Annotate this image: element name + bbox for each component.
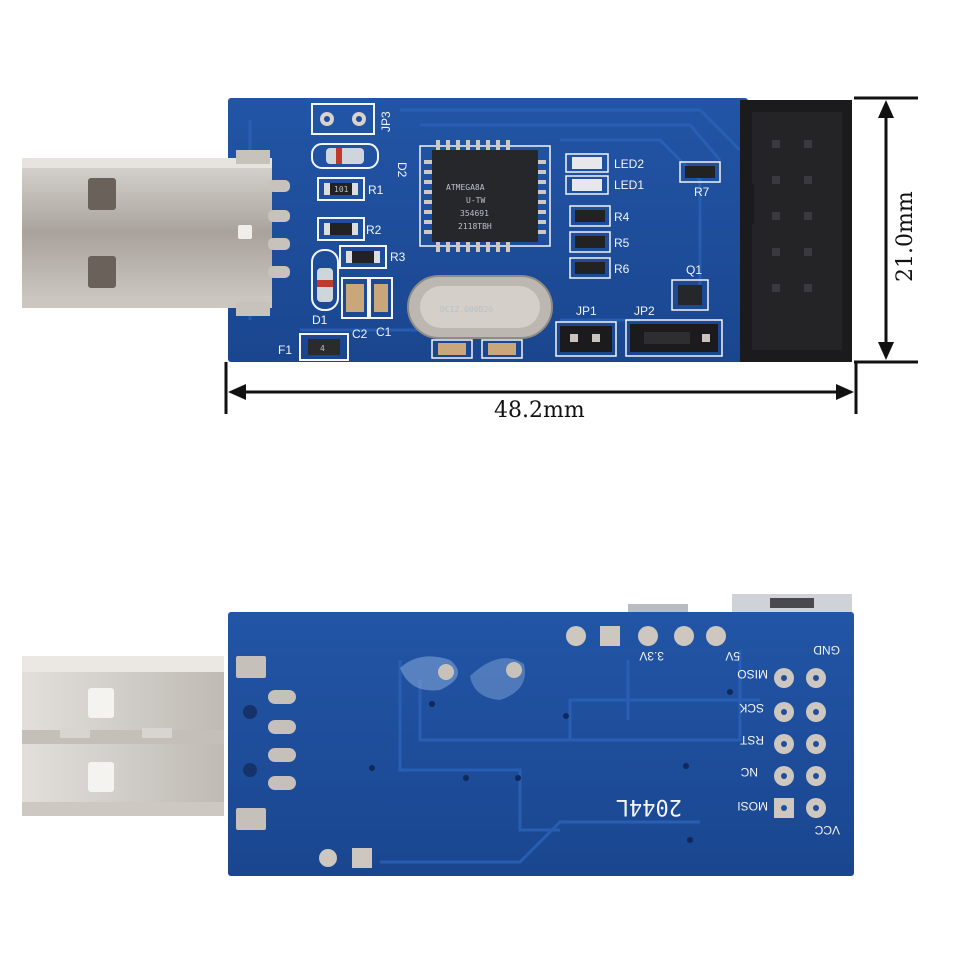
- label-r6: R6: [614, 262, 630, 276]
- q1-transistor: Q1: [671, 263, 709, 311]
- bottom-traces: [380, 650, 760, 864]
- pin-label-mosi: MOSI: [737, 799, 768, 813]
- chip-line1: ATMEGA8A: [446, 183, 485, 192]
- jp3-bottom-pads: [319, 848, 372, 868]
- solder-blobs: [400, 656, 525, 700]
- label-r5: R5: [614, 236, 630, 250]
- f1-fuse: 4 F1: [278, 333, 349, 361]
- label-c2: C2: [352, 327, 368, 341]
- crystal-caps: [431, 339, 523, 359]
- power-pads: [566, 626, 726, 646]
- label-r4: R4: [614, 210, 630, 224]
- label-jp3: JP3: [379, 111, 393, 132]
- label-jp2: JP2: [634, 304, 655, 318]
- label-3v3: 3.3V: [639, 649, 664, 663]
- pin-label-gnd: GND: [813, 643, 840, 657]
- height-label: 21.0mm: [893, 191, 918, 282]
- label-led1: LED1: [614, 178, 644, 192]
- crystal-mark: DC12.000B20: [440, 305, 493, 314]
- leds: LED2 LED1: [565, 153, 644, 195]
- capacitors: C2 C1: [341, 277, 393, 341]
- atmega-chip: ATMEGA8A U-TW 354691 2118TBH: [419, 140, 551, 252]
- r7-resistor: R7: [679, 161, 721, 199]
- height-dimension: [854, 96, 918, 364]
- d2-diode: D2: [311, 143, 409, 178]
- bottom-usb-connector: [22, 656, 224, 816]
- r2-resistor: R2: [317, 217, 382, 241]
- label-d2: D2: [395, 162, 409, 178]
- pin-label-miso: MISO: [737, 667, 768, 681]
- label-jp1: JP1: [576, 304, 597, 318]
- chip-line4: 2118TBH: [458, 222, 492, 231]
- crystal: DC12.000B20: [407, 275, 553, 339]
- label-r3: R3: [390, 250, 406, 264]
- top-usb-connector: [22, 150, 290, 316]
- bottom-usb-pads: [236, 656, 296, 830]
- r3-resistor: R3: [339, 245, 406, 269]
- label-5v: 5V: [725, 649, 740, 663]
- vias: [369, 689, 733, 843]
- label-led2: LED2: [614, 157, 644, 171]
- label-q1: Q1: [686, 263, 702, 277]
- pin-label-vcc: VCC: [814, 823, 840, 837]
- label-d1: D1: [312, 313, 328, 327]
- d1-diode: D1: [311, 249, 339, 327]
- bottom-pcb: [228, 612, 854, 876]
- label-f1: F1: [278, 343, 292, 357]
- label-r2: R2: [366, 223, 382, 237]
- label-r7: R7: [694, 185, 710, 199]
- jp2-jumper: JP2: [625, 304, 723, 357]
- label-c1: C1: [376, 325, 392, 339]
- fuse-mark: 4: [320, 344, 325, 353]
- r1-resistor: 101 R1: [317, 177, 384, 201]
- chip-line3: 354691: [460, 209, 489, 218]
- r4-r6-resistors: R4 R5 R6: [569, 205, 630, 279]
- jp1-jumper: JP1: [555, 304, 617, 357]
- label-r1: R1: [368, 183, 384, 197]
- top-isp-header: [740, 100, 852, 362]
- pin-label-sck: SCK: [739, 701, 764, 715]
- pin-label-rst: RST: [739, 733, 764, 747]
- width-dimension: [224, 362, 858, 414]
- r1-mark: 101: [334, 185, 349, 194]
- top-board: JP3 D2 101 R1 R2 R3: [22, 98, 852, 362]
- bottom-board: 3.3V 5V MISO SCK RST NC MOSI GND VCC 204…: [22, 594, 854, 876]
- width-label: 48.2mm: [494, 398, 585, 423]
- pin-label-nc: NC: [740, 765, 758, 779]
- jp3-jumper: JP3: [311, 103, 393, 135]
- board-serial: 2044L: [616, 794, 682, 819]
- chip-line2: U-TW: [466, 196, 485, 205]
